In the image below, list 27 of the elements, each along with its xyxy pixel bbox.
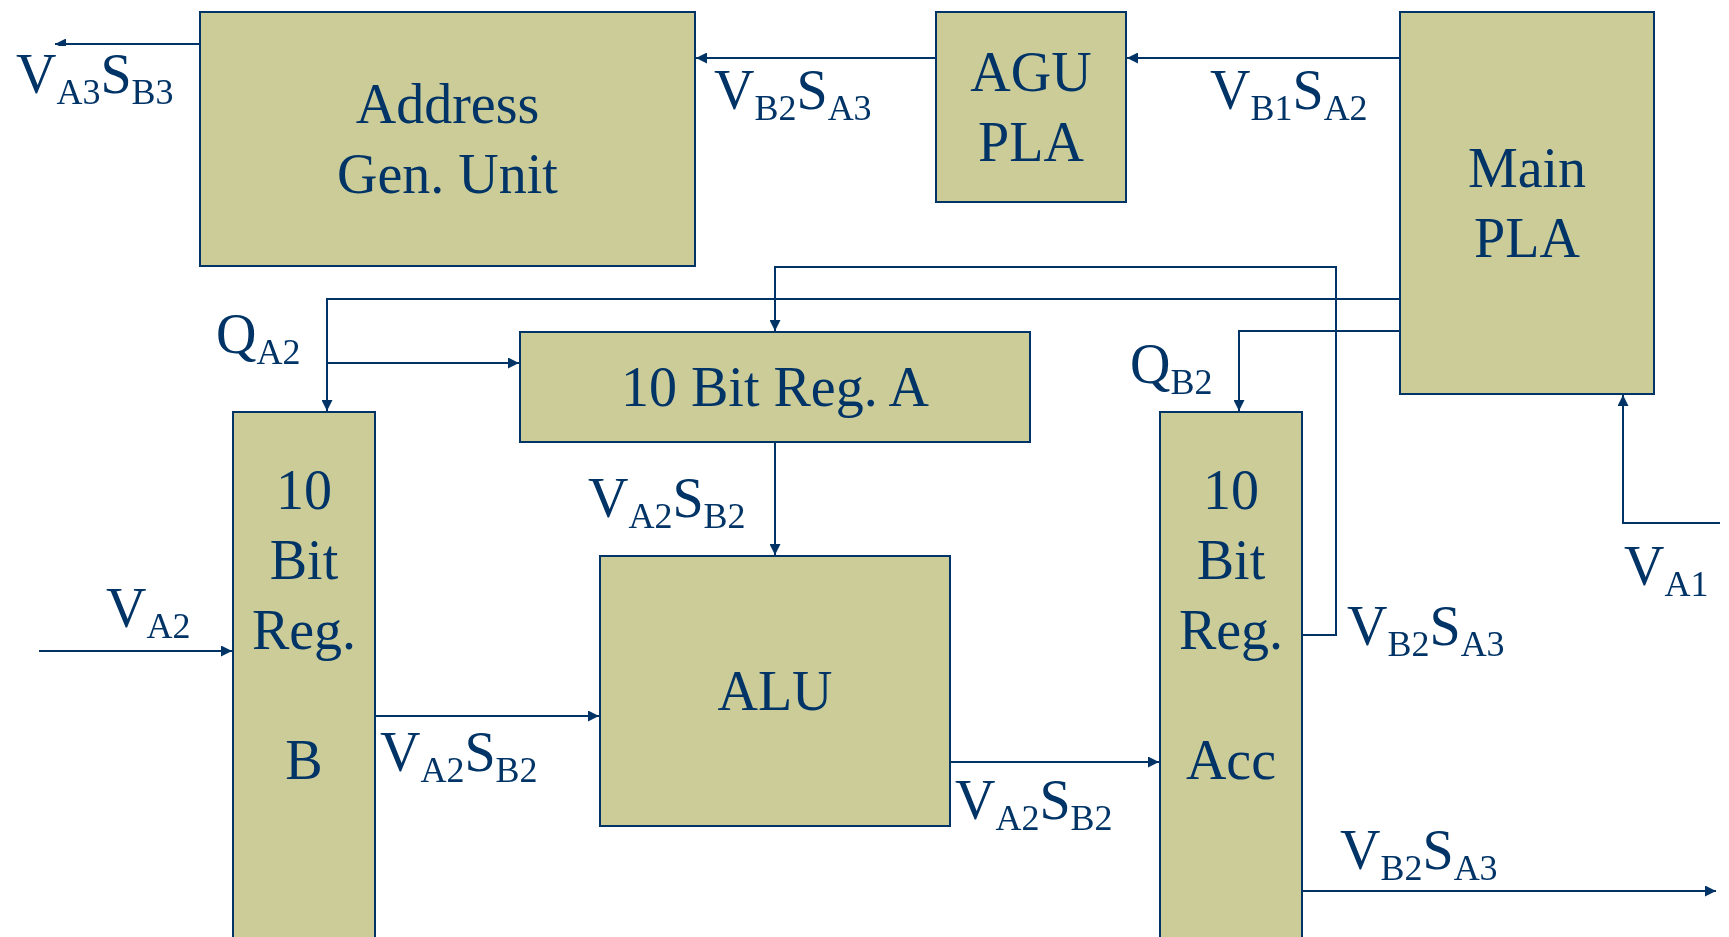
arrow	[950, 756, 1160, 768]
arrow	[375, 710, 600, 722]
arrow	[38, 645, 233, 657]
arrow	[769, 442, 781, 556]
block-label: 10 Bit Reg. A	[621, 355, 929, 420]
block-label: Address Gen. Unit	[336, 72, 559, 207]
arrow	[695, 52, 936, 64]
block-box	[935, 11, 1127, 203]
arrow	[1233, 330, 1400, 412]
block-label: Main PLA	[1466, 136, 1588, 271]
block-label: AGU PLA	[969, 40, 1093, 175]
block-box	[599, 555, 951, 827]
block-label: B	[285, 728, 323, 793]
block-label: 10 Bit Reg.	[250, 458, 358, 663]
block-box	[199, 11, 696, 267]
arrow	[1126, 52, 1400, 64]
block-label: ALU	[717, 659, 833, 724]
block-box	[232, 411, 376, 937]
block-label: Acc	[1185, 728, 1277, 793]
arrow	[769, 266, 1337, 636]
signal-label: V$_{A3}$S$_{B3}$	[14, 46, 176, 102]
block-label: 10 Bit Reg.	[1177, 458, 1285, 663]
arrow	[1302, 885, 1717, 897]
block-box	[1399, 11, 1655, 395]
block-box	[1159, 411, 1303, 937]
arrow	[1617, 394, 1721, 524]
block-box	[519, 331, 1031, 443]
